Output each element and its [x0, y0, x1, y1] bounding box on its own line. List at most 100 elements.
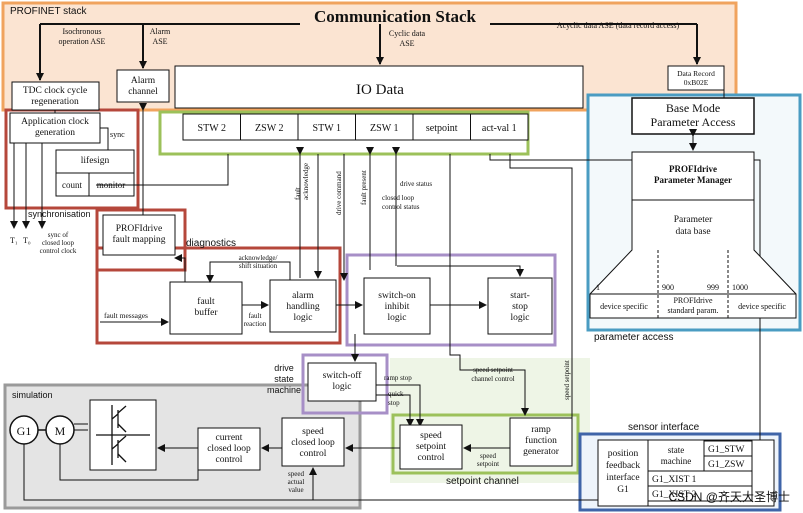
fault-present-label: fault present: [360, 170, 368, 205]
app-clock-block: [9, 112, 101, 144]
io-data-label: IO Data: [356, 82, 404, 98]
label-simulation: simulation: [12, 390, 53, 400]
watermark: CSDN @齐天大圣博士: [668, 489, 790, 504]
io-slot-1: [182, 113, 241, 141]
sensor-slot-4: [647, 485, 753, 502]
g1-label: G1: [17, 424, 32, 438]
t1-label: T₁: [10, 236, 18, 245]
alarm-handling-block: [269, 279, 337, 333]
switch-on-inhibit-block: [363, 277, 431, 335]
current-loop-block: [197, 427, 261, 471]
io-slot-2: [240, 113, 299, 141]
motor-label: M: [55, 424, 66, 438]
drive-command-label: drive command: [335, 171, 343, 215]
ramp-generator-block: [509, 417, 573, 467]
label-setpoint-channel: setpoint channel: [446, 476, 519, 487]
io-slot-3: [297, 113, 356, 141]
sensor-slot-column: G1_STW G1_ZSW G1_XIST 1 G1_XIST 2: [647, 440, 753, 502]
io-slot-label: act-val 1: [482, 123, 517, 134]
io-slot-label: STW 2: [198, 123, 226, 134]
io-slot-label: ZSW 1: [370, 123, 398, 134]
inverter-transistor-icon: [96, 405, 150, 465]
lifesign-label: lifesign: [81, 155, 110, 166]
region-diagnostics: [95, 208, 187, 272]
param-device-specific-left: device specific: [600, 302, 648, 311]
fault-acknowledge-label: faultacknowledge: [294, 163, 310, 200]
io-slot-5: [412, 113, 471, 141]
param-n1000: 1000: [732, 283, 748, 292]
label-synchronisation: synchronisation: [28, 209, 91, 219]
start-stop-block: [487, 277, 553, 335]
label-parameter-access: parameter access: [594, 332, 673, 343]
alarm-channel-block: [116, 69, 170, 103]
base-mode-block: [631, 97, 755, 135]
param-n1: 1: [596, 283, 600, 292]
param-n999: 999: [707, 283, 719, 292]
region-setpoint-frame: [391, 413, 580, 475]
speed-loop-block: [281, 417, 345, 467]
fault-messages-label: fault messages: [104, 311, 148, 320]
label-profinet-stack: PROFINET stack: [10, 6, 87, 17]
data-record-block: [667, 65, 725, 91]
sensor-slot-label: G1_ZSW: [708, 460, 744, 470]
io-slot-label: setpoint: [426, 123, 458, 134]
label-acyclic-ase: Acyclic data ASE (data record access): [557, 21, 680, 30]
region-switch-off-frame: [301, 353, 389, 415]
fault-buffer-block: [169, 281, 243, 335]
io-data-block: [174, 65, 584, 109]
sensor-slot-label: G1_STW: [708, 445, 744, 455]
param-db-trapezoid: [589, 199, 797, 319]
param-device-specific-right: device specific: [738, 302, 786, 311]
tdc-regeneration-block: [11, 81, 100, 111]
io-slot-4: [355, 113, 414, 141]
param-manager-block: [631, 151, 755, 201]
switch-off-block: [307, 362, 377, 402]
label-sensor-interface: sensor interface: [628, 422, 700, 433]
speed-setpoint-control-block: [399, 424, 463, 470]
io-slot-label: ZSW 2: [255, 123, 283, 134]
param-n900: 900: [662, 283, 674, 292]
ack-shift-label: acknowledge/shift situation: [239, 254, 278, 270]
t0-label: T₀: [23, 236, 31, 245]
drive-status-label: drive status: [400, 180, 432, 188]
ramp-stop-label: ramp stop: [384, 374, 412, 382]
sensor-slot-label: G1_XIST 2: [652, 490, 697, 500]
count-label: count: [62, 180, 82, 190]
io-slot-6: [470, 113, 529, 141]
fault-mapping-block: [102, 214, 176, 256]
label-diagnostics: diagnostics: [186, 238, 236, 249]
sensor-slot-label: G1_XIST 1: [652, 475, 697, 485]
region-diagnostics-main: [95, 246, 342, 345]
